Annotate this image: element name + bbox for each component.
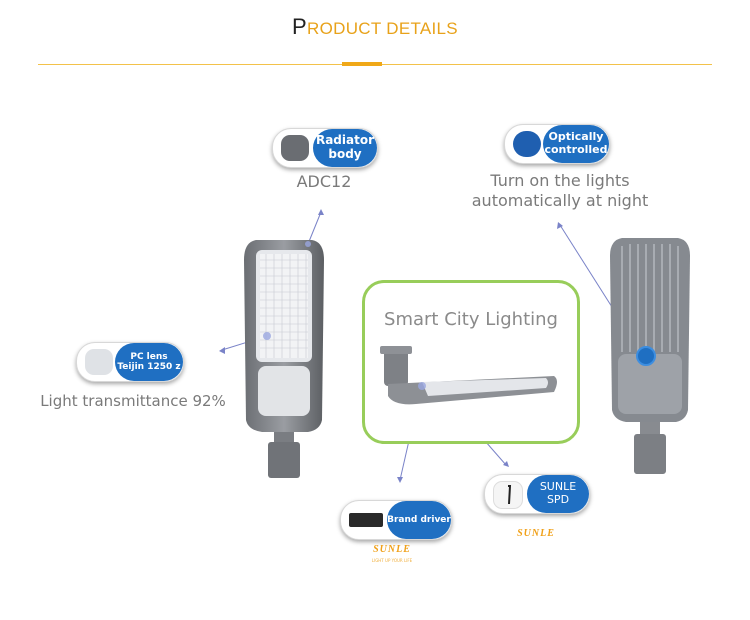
street-light-side-image — [380, 346, 557, 405]
page-title: PRODUCT DETAILS — [292, 14, 458, 39]
street-light-back-image — [610, 238, 690, 474]
brand-driver-badge: Brand driver — [340, 500, 452, 540]
brand-driver-label: Brand driver — [387, 501, 451, 539]
lens-transmittance: Light transmittance 92% — [40, 392, 226, 410]
sunle-logo-driver: SUNLE — [373, 544, 411, 555]
sunle-logo-spd: SUNLE — [517, 528, 555, 539]
header-divider-accent — [342, 62, 382, 66]
sunle-logo-tagline: LIGHT UP YOUR LIFE — [371, 558, 413, 563]
spd-icon — [493, 481, 523, 509]
lens-icon — [85, 349, 113, 375]
radiator-icon — [281, 135, 309, 161]
radiator-material: ADC12 — [296, 172, 352, 191]
smart-city-title: Smart City Lighting — [384, 309, 558, 330]
street-light-front-image — [244, 240, 324, 478]
photocell-icon — [513, 131, 541, 157]
driver-icon — [349, 513, 383, 527]
